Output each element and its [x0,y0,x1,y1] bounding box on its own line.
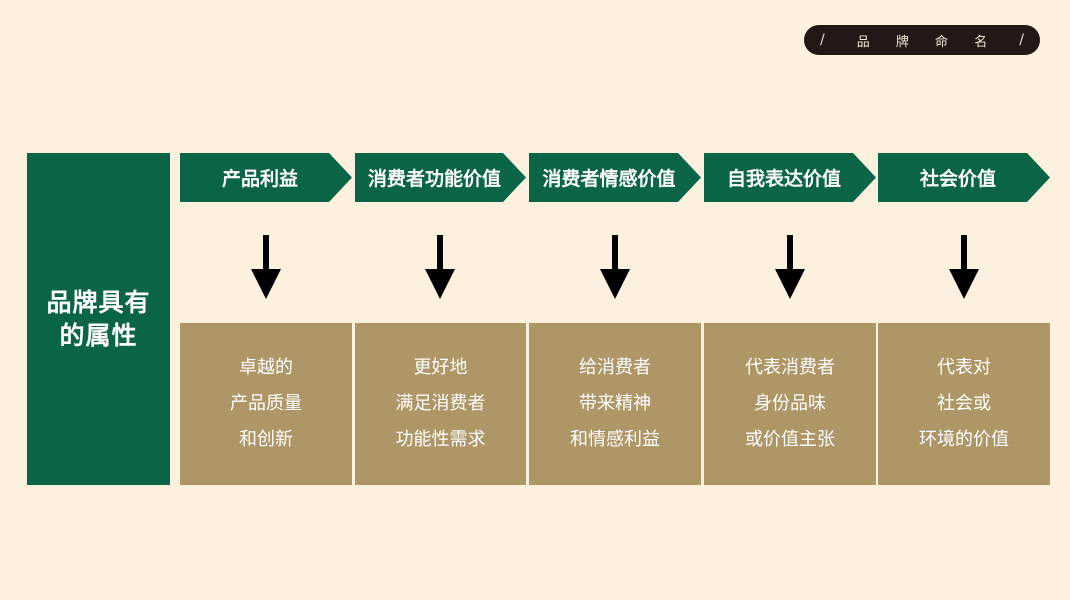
column-description-box: 给消费者 带来精神 和情感利益 [529,323,701,485]
arrow-down-icon [425,235,455,299]
column-description-box: 代表对 社会或 环境的价值 [878,323,1050,485]
description-line: 身份品味 [754,393,826,414]
brand-attributes-title: 品牌具有 的属性 [44,286,154,352]
description-line: 代表对 [937,357,991,378]
column-header-label: 产品利益 [221,168,298,190]
section-tag-label: 品 牌 命 名 [856,34,999,50]
column-header-product-benefit: 产品利益 [180,153,352,202]
column-header-self-expression-value: 自我表达价值 [704,153,876,202]
description-line: 给消费者 [579,357,651,378]
section-tag: / 品 牌 命 名 / [804,25,1040,55]
brand-attributes-title-line-1: 品牌具有 [46,288,151,317]
slash-right-icon: / [1019,32,1024,48]
column-header-label: 社会价值 [919,168,996,190]
column-header-social-value: 社会价值 [878,153,1050,202]
description-line: 更好地 [413,357,468,378]
description-line: 和创新 [239,429,293,450]
column-description-box: 更好地 满足消费者 功能性需求 [355,323,526,485]
arrow-down-icon [251,235,281,299]
column-header-emotional-value: 消费者情感价值 [529,153,701,202]
arrow-down-icon [949,235,979,299]
column-description-box: 卓越的 产品质量 和创新 [180,323,352,485]
description-line: 或价值主张 [745,429,835,450]
description-line: 卓越的 [239,357,293,378]
column-header-label: 自我表达价值 [726,168,841,190]
brand-attributes-title-line-2: 的属性 [59,321,138,350]
description-line: 功能性需求 [395,429,486,450]
column-description-box: 代表消费者 身份品味 或价值主张 [704,323,876,485]
column-header-label: 消费者功能价值 [367,168,501,190]
description-line: 代表消费者 [745,357,835,378]
description-line: 社会或 [937,393,991,414]
arrow-down-icon [775,235,805,299]
description-line: 产品质量 [230,393,302,414]
description-line: 满足消费者 [395,393,486,414]
description-line: 环境的价值 [919,429,1009,450]
description-line: 和情感利益 [570,429,660,450]
column-header-label: 消费者情感价值 [542,168,676,190]
brand-attributes-block: 品牌具有 的属性 [27,153,170,485]
arrow-down-icon [600,235,630,299]
column-header-functional-value: 消费者功能价值 [355,153,526,202]
slash-left-icon: / [820,32,825,48]
description-line: 带来精神 [579,393,651,414]
